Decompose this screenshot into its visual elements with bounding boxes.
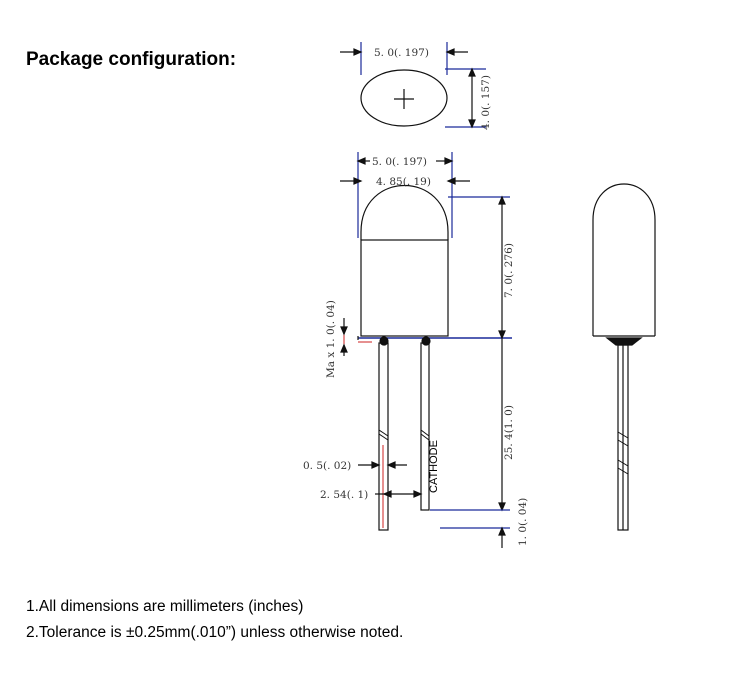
flange-width-label: 5. 0(. 197) xyxy=(372,156,427,168)
side-dome xyxy=(592,183,656,336)
note-dimensions: 1.All dimensions are millimeters (inches… xyxy=(26,598,304,615)
body-width-label: 4. 85(. 19) xyxy=(376,176,431,188)
front-view xyxy=(340,152,512,548)
cathode-lead xyxy=(420,342,430,511)
cathode-label: CATHODE xyxy=(428,440,440,493)
top-view xyxy=(340,42,486,129)
top-height-label: 4. 0(. 157) xyxy=(480,75,492,130)
page-title: Package configuration: xyxy=(26,49,237,70)
note-tolerance: 2.Tolerance is ±0.25mm(.010”) unless oth… xyxy=(26,624,404,641)
lead-pitch-label: 2. 54(. 1) xyxy=(320,489,368,501)
side-view xyxy=(592,183,656,531)
flange-max-label: Ma x 1. 0(. 04) xyxy=(325,300,337,378)
lead-tip-label: 1. 0(. 04) xyxy=(517,498,529,546)
lead-width-label: 0. 5(. 02) xyxy=(303,460,351,472)
anode-lead xyxy=(378,342,389,531)
led-body xyxy=(360,239,449,337)
top-view-ellipse xyxy=(360,69,448,127)
top-width-label: 5. 0(. 197) xyxy=(374,47,429,59)
lead-length-label: 25. 4(1. 0) xyxy=(503,405,515,460)
body-height-label: 7. 0(. 276) xyxy=(503,243,515,298)
led-dome xyxy=(360,185,449,240)
